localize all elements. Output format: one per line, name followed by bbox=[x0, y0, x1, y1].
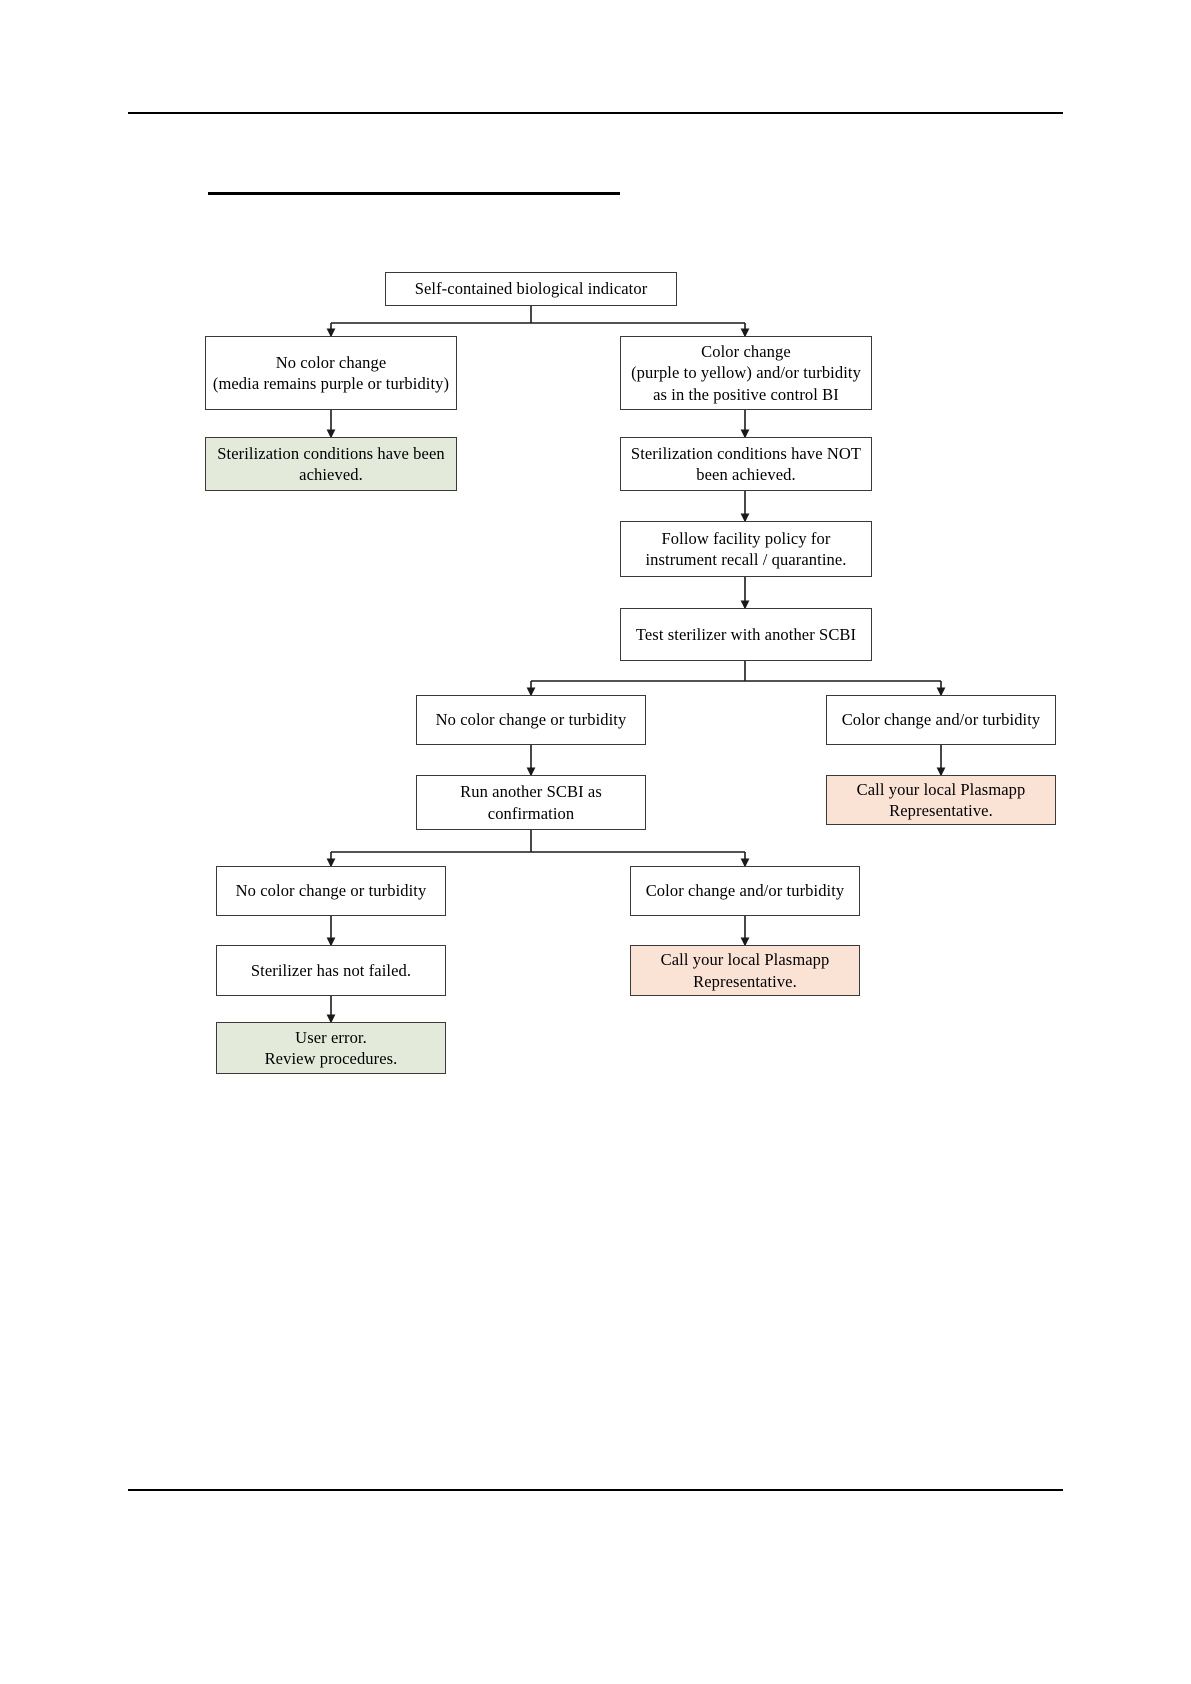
node-user-error[interactable]: User error. Review procedures. bbox=[216, 1022, 446, 1074]
node-conditions-achieved-label: Sterilization conditions have been achie… bbox=[217, 443, 445, 484]
node-no-color-change-3[interactable]: No color change or turbidity bbox=[216, 866, 446, 916]
section-heading-underline bbox=[208, 192, 620, 195]
node-test-sterilizer-again-label: Test sterilizer with another SCBI bbox=[635, 624, 857, 644]
node-run-another-scbi[interactable]: Run another SCBI as confirmation bbox=[416, 775, 646, 830]
node-no-color-change-2[interactable]: No color change or turbidity bbox=[416, 695, 646, 745]
node-follow-recall-policy[interactable]: Follow facility policy for instrument re… bbox=[620, 521, 872, 577]
node-user-error-label: User error. Review procedures. bbox=[264, 1027, 398, 1068]
node-call-plasmapp-rep-1[interactable]: Call your local Plasmapp Representative. bbox=[826, 775, 1056, 825]
node-no-color-change-1[interactable]: No color change (media remains purple or… bbox=[205, 336, 457, 410]
node-color-change-3-label: Color change and/or turbidity bbox=[645, 881, 845, 901]
node-no-color-change-2-label: No color change or turbidity bbox=[435, 710, 627, 730]
header-rule bbox=[128, 112, 1063, 114]
node-conditions-achieved[interactable]: Sterilization conditions have been achie… bbox=[205, 437, 457, 491]
node-root-label: Self-contained biological indicator bbox=[414, 279, 648, 299]
node-call-plasmapp-rep-1-label: Call your local Plasmapp Representative. bbox=[856, 779, 1026, 820]
node-test-sterilizer-again[interactable]: Test sterilizer with another SCBI bbox=[620, 608, 872, 661]
node-conditions-not-achieved-label: Sterilization conditions have NOT been a… bbox=[630, 443, 862, 484]
node-call-plasmapp-rep-2-label: Call your local Plasmapp Representative. bbox=[660, 950, 830, 991]
node-color-change-2-label: Color change and/or turbidity bbox=[841, 710, 1041, 730]
footer-rule bbox=[128, 1489, 1063, 1491]
node-root[interactable]: Self-contained biological indicator bbox=[385, 272, 677, 306]
node-color-change-3[interactable]: Color change and/or turbidity bbox=[630, 866, 860, 916]
node-no-color-change-1-label: No color change (media remains purple or… bbox=[212, 352, 450, 393]
node-conditions-not-achieved[interactable]: Sterilization conditions have NOT been a… bbox=[620, 437, 872, 491]
node-run-another-scbi-label: Run another SCBI as confirmation bbox=[460, 782, 602, 823]
node-sterilizer-not-failed[interactable]: Sterilizer has not failed. bbox=[216, 945, 446, 996]
node-color-change-1[interactable]: Color change (purple to yellow) and/or t… bbox=[620, 336, 872, 410]
node-follow-recall-policy-label: Follow facility policy for instrument re… bbox=[645, 528, 847, 569]
node-call-plasmapp-rep-2[interactable]: Call your local Plasmapp Representative. bbox=[630, 945, 860, 996]
node-sterilizer-not-failed-label: Sterilizer has not failed. bbox=[250, 960, 412, 980]
node-color-change-1-label: Color change (purple to yellow) and/or t… bbox=[631, 342, 861, 404]
node-no-color-change-3-label: No color change or turbidity bbox=[235, 881, 427, 901]
node-color-change-2[interactable]: Color change and/or turbidity bbox=[826, 695, 1056, 745]
